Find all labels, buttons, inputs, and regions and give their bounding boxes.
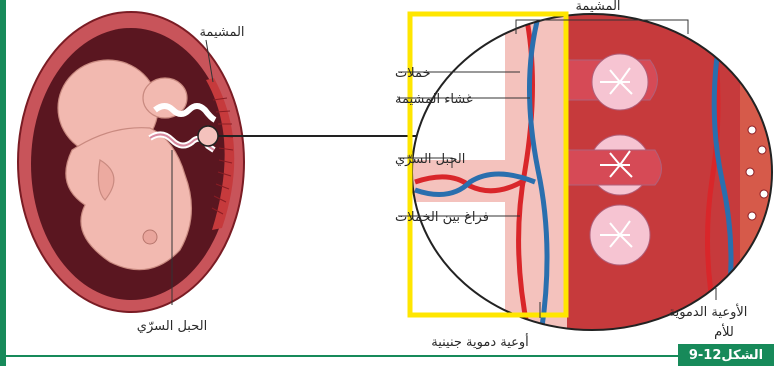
figure-tag: الشكل 9-12 bbox=[678, 344, 774, 366]
label-fetal-vessels: أوعية دموية جنينية bbox=[431, 333, 529, 350]
figure-tag-number: 9-12 bbox=[689, 348, 722, 363]
figure-tag-prefix: الشكل bbox=[721, 348, 763, 363]
label-umbilical-cord-bottom: الحبل السرّي bbox=[137, 319, 207, 334]
label-maternal-vessels-2: للأم bbox=[714, 323, 734, 340]
page-edge bbox=[0, 0, 6, 366]
label-maternal-vessels-1: الأوعية الدموية bbox=[669, 303, 748, 320]
label-villi: خملات bbox=[395, 66, 431, 81]
label-umbilical-cord-right: الحبل السرّي bbox=[395, 152, 465, 167]
fetus-ear bbox=[143, 230, 157, 244]
label-placenta-left: المشيمة bbox=[199, 25, 244, 40]
label-placental-membrane: غشاء المشيمة bbox=[395, 92, 473, 107]
detail-circle bbox=[198, 126, 218, 146]
label-intervillous-space: فراغ بين الخملات bbox=[395, 210, 489, 225]
uterus-illustration bbox=[18, 12, 244, 312]
label-placenta-top: المشيمة bbox=[575, 0, 620, 14]
